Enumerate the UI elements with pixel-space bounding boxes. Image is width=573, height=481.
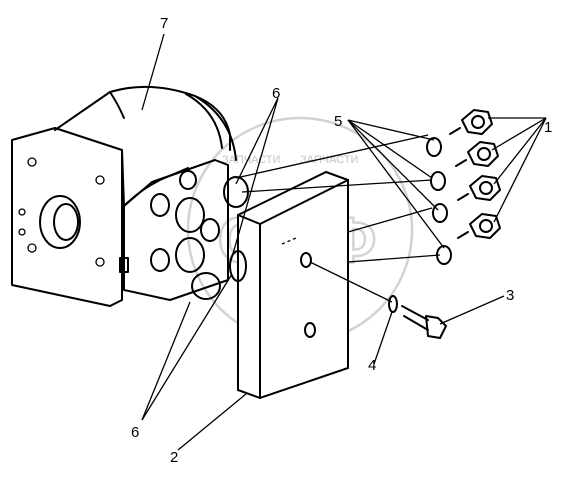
callout-6-bottom: 6 xyxy=(131,424,139,441)
fittings xyxy=(449,109,501,239)
watermark-text-right: ЗАПЧАСТИ xyxy=(300,154,358,166)
guide-lines xyxy=(235,134,441,303)
fitting-3 xyxy=(457,175,501,201)
bolt xyxy=(401,305,447,339)
callout-5: 5 xyxy=(334,113,342,130)
watermark-text-left: ЗАПЧАСТИ xyxy=(222,154,280,166)
washer xyxy=(388,295,398,313)
fitting-4 xyxy=(457,213,501,239)
pump-body xyxy=(11,85,249,307)
callout-6-top: 6 xyxy=(272,85,280,102)
callout-2: 2 xyxy=(170,449,178,466)
manifold-block xyxy=(229,170,349,400)
o-rings xyxy=(426,137,452,265)
fitting-2 xyxy=(455,141,499,167)
fitting-1 xyxy=(449,109,493,135)
callout-4: 4 xyxy=(368,357,376,374)
callout-1: 1 xyxy=(544,119,552,136)
callouts: 7 6 5 1 3 4 6 2 xyxy=(131,15,552,466)
callout-3: 3 xyxy=(506,287,514,304)
leader-lines xyxy=(141,33,547,451)
callout-7: 7 xyxy=(160,15,168,32)
